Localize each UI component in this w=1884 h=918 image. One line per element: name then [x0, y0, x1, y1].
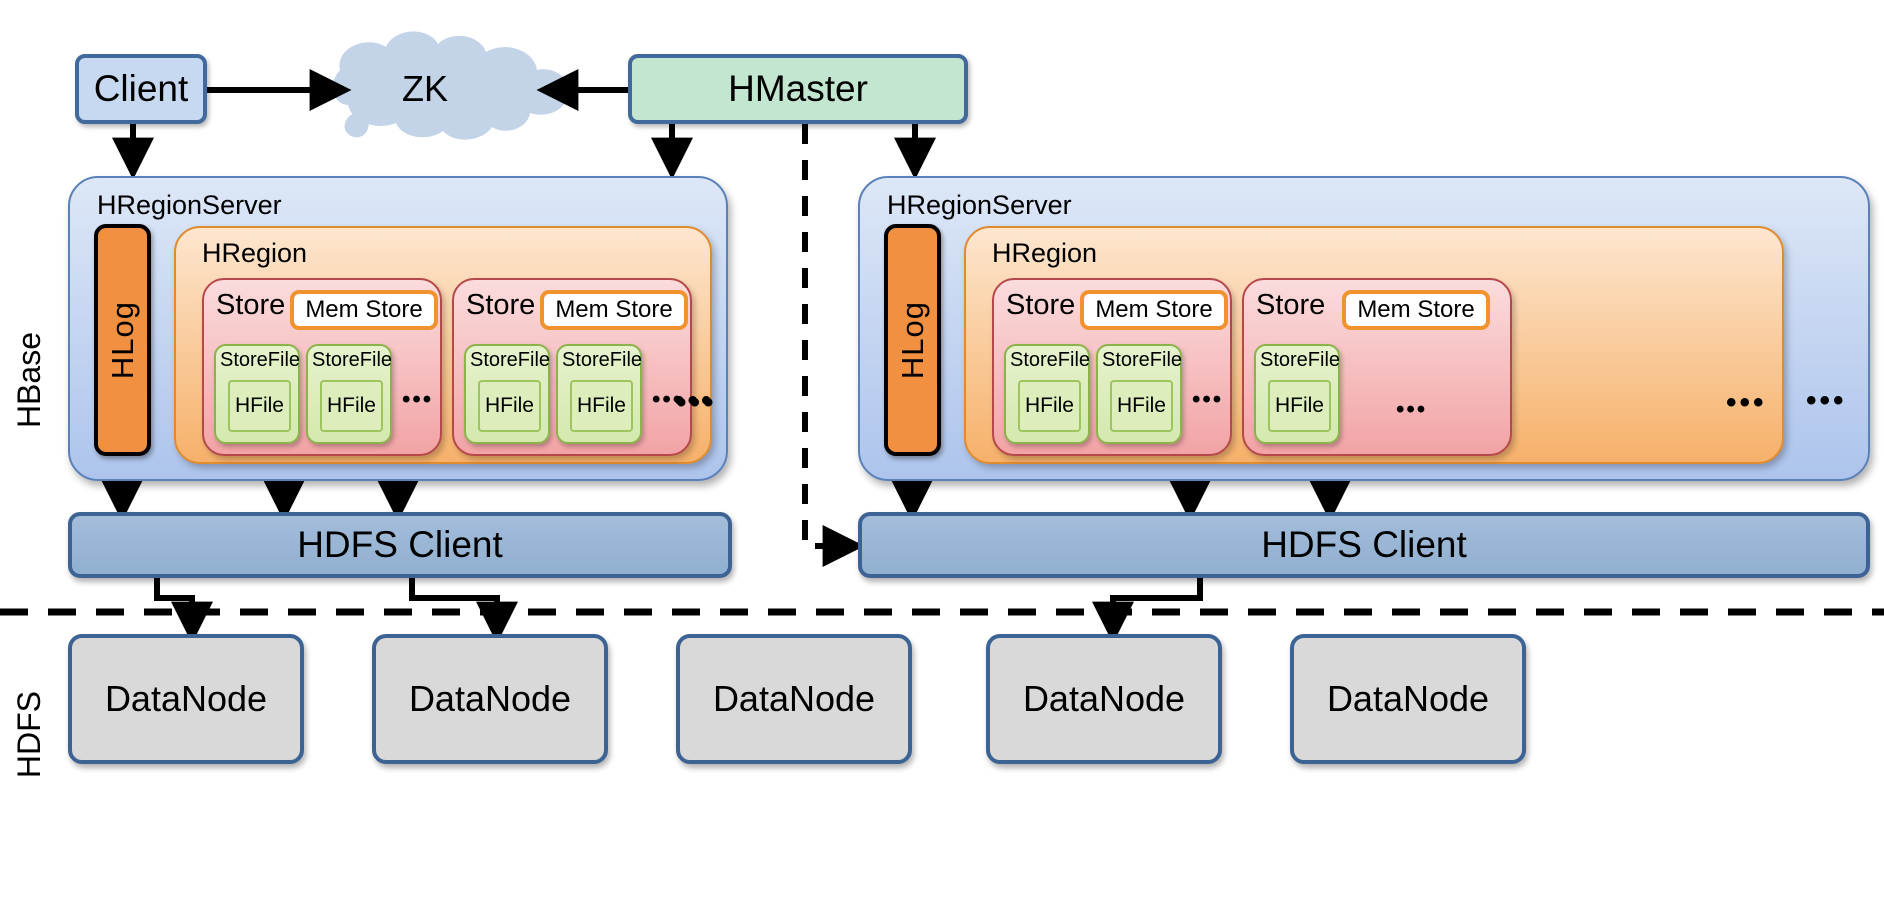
hfile-right-2-1[interactable]: HFile — [1268, 380, 1331, 432]
store-left-2[interactable]: Store Mem Store StoreFile HFile StoreFil… — [452, 278, 692, 456]
store-left-2-label: Store — [466, 289, 536, 321]
datanode-1[interactable]: DataNode — [68, 634, 304, 764]
regionserver-right-label: HRegionServer — [887, 190, 1072, 220]
memstore-right-1[interactable]: Mem Store — [1080, 290, 1228, 330]
store-left-1-more-dots: ••• — [402, 386, 434, 413]
hfile-left-2-1[interactable]: HFile — [478, 380, 541, 432]
hregion-left[interactable]: HRegion Store Mem Store StoreFile HFile … — [174, 226, 714, 464]
regionserver-left-label: HRegionServer — [97, 190, 282, 220]
dashed-arrow-hmaster-to-hdfs-client-right — [802, 124, 865, 567]
hlog-left[interactable]: HLog — [94, 224, 151, 456]
storefile-right-2-1[interactable]: StoreFile HFile — [1254, 344, 1340, 444]
storefile-left-2-1[interactable]: StoreFile HFile — [464, 344, 550, 444]
datanode-5[interactable]: DataNode — [1290, 634, 1526, 764]
store-left-2-more-dots: ••• — [652, 386, 684, 413]
store-right-1-label: Store — [1006, 289, 1076, 321]
zookeeper-cloud-icon — [332, 31, 569, 140]
hregion-left-more-stores-dots: ••• — [676, 386, 717, 419]
store-right-2-more-dots: ••• — [1396, 396, 1428, 423]
layer-label-hdfs: HDFS — [10, 691, 47, 779]
memstore-left-1[interactable]: Mem Store — [290, 290, 438, 330]
zookeeper-label: ZK — [402, 68, 449, 109]
datanode-4[interactable]: DataNode — [986, 634, 1222, 764]
hfile-right-1-2[interactable]: HFile — [1110, 380, 1173, 432]
hmaster-node[interactable]: HMaster — [628, 54, 968, 124]
storefile-left-1-1[interactable]: StoreFile HFile — [214, 344, 300, 444]
storefile-left-2-2[interactable]: StoreFile HFile — [556, 344, 642, 444]
storefile-right-1-2[interactable]: StoreFile HFile — [1096, 344, 1182, 444]
arrow-hdfs-client-left-to-datanode-1 — [154, 578, 213, 644]
hregion-right[interactable]: HRegion Store Mem Store StoreFile HFile … — [964, 226, 1784, 464]
hlog-right[interactable]: HLog — [884, 224, 941, 456]
hfile-left-1-2[interactable]: HFile — [320, 380, 383, 432]
regionserver-right[interactable]: HRegionServer HLog HRegion Store Mem Sto… — [858, 176, 1870, 481]
memstore-right-2[interactable]: Mem Store — [1342, 290, 1490, 330]
hregion-left-label: HRegion — [202, 238, 308, 268]
regionserver-left[interactable]: HRegionServer HLog HRegion Store Mem Sto… — [68, 176, 728, 481]
store-right-2-label: Store — [1256, 289, 1326, 321]
store-left-1-label: Store — [216, 289, 286, 321]
hdfs-client-right[interactable]: HDFS Client — [858, 512, 1870, 578]
arrow-hdfs-client-left-to-datanode-2 — [409, 578, 518, 644]
storefile-left-1-2[interactable]: StoreFile HFile — [306, 344, 392, 444]
regionserver-left-more-regions-dots: ••• — [674, 384, 715, 417]
datanode-2[interactable]: DataNode — [372, 634, 608, 764]
hfile-left-1-1[interactable]: HFile — [228, 380, 291, 432]
memstore-left-2[interactable]: Mem Store — [540, 290, 688, 330]
storefile-right-1-1[interactable]: StoreFile HFile — [1004, 344, 1090, 444]
layer-label-hbase: HBase — [10, 331, 47, 429]
hregion-right-label: HRegion — [992, 238, 1098, 268]
hdfs-client-left[interactable]: HDFS Client — [68, 512, 732, 578]
store-left-1[interactable]: Store Mem Store StoreFile HFile StoreFil… — [202, 278, 442, 456]
datanode-3[interactable]: DataNode — [676, 634, 912, 764]
store-right-1-more-dots: ••• — [1192, 386, 1224, 413]
store-right-1[interactable]: Store Mem Store StoreFile HFile StoreFil… — [992, 278, 1232, 456]
client-node[interactable]: Client — [75, 54, 207, 124]
hfile-right-1-1[interactable]: HFile — [1018, 380, 1081, 432]
hregion-right-more-stores-dots: ••• — [1726, 386, 1767, 419]
arrow-hdfs-client-right-to-datanode-4 — [1092, 578, 1203, 644]
hfile-left-2-2[interactable]: HFile — [570, 380, 633, 432]
store-right-2[interactable]: Store Mem Store StoreFile HFile ••• — [1242, 278, 1512, 456]
regionserver-right-more-regions-dots: ••• — [1806, 384, 1847, 417]
